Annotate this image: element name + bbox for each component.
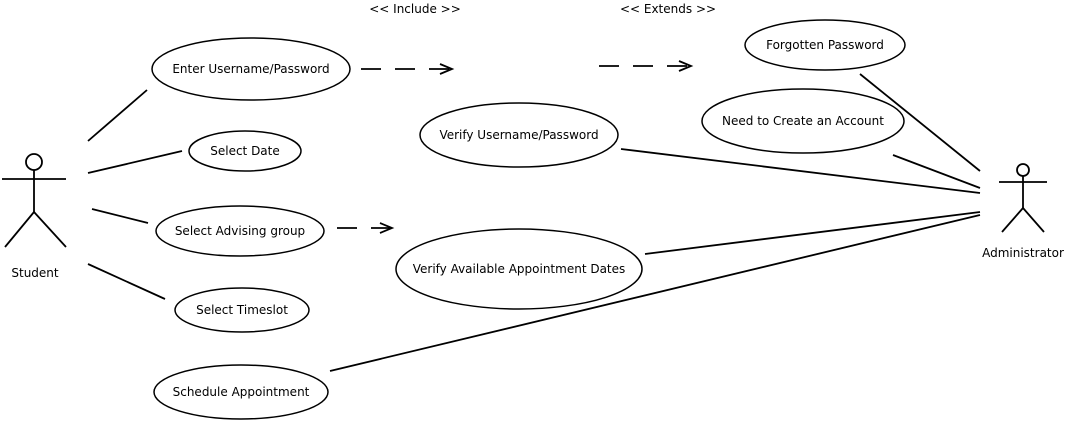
use-case-create-account-label: Need to Create an Account <box>722 114 884 128</box>
administrator-actor-label: Administrator <box>982 246 1064 260</box>
use-case-enter-credentials: Enter Username/Password <box>151 37 351 101</box>
association-admin-verify-credentials <box>620 148 981 194</box>
association-student-enter-credentials <box>87 89 148 142</box>
use-case-forgotten-password: Forgotten Password <box>744 19 906 71</box>
use-case-create-account: Need to Create an Account <box>701 88 905 154</box>
administrator-actor <box>999 163 1047 233</box>
include-stereotype-label: << Include >> <box>369 2 461 16</box>
extends-arrow-credentials <box>599 60 694 72</box>
use-case-select-advising-group: Select Advising group <box>155 205 325 257</box>
use-case-verify-credentials-label: Verify Username/Password <box>439 128 598 142</box>
include-arrow-credentials <box>361 63 455 75</box>
student-actor <box>2 153 67 248</box>
use-case-forgotten-password-label: Forgotten Password <box>766 38 884 52</box>
association-student-select-date <box>87 150 183 174</box>
association-admin-verify-dates <box>644 211 981 255</box>
use-case-select-timeslot-label: Select Timeslot <box>196 303 288 317</box>
association-student-select-timeslot <box>87 263 166 300</box>
use-case-select-advising-group-label: Select Advising group <box>175 224 305 238</box>
use-case-enter-credentials-label: Enter Username/Password <box>172 62 329 76</box>
use-case-schedule-appointment: Schedule Appointment <box>153 364 329 420</box>
student-actor-label: Student <box>11 266 59 280</box>
extends-stereotype-label: << Extends >> <box>620 2 716 16</box>
use-case-verify-dates-label: Verify Available Appointment Dates <box>413 262 626 276</box>
include-arrow-advising <box>337 222 395 234</box>
use-case-select-date-label: Select Date <box>210 144 280 158</box>
association-admin-forgotten-password <box>859 73 981 172</box>
use-case-verify-dates: Verify Available Appointment Dates <box>395 228 643 310</box>
association-student-select-advising-group <box>91 208 149 224</box>
association-admin-schedule-appointment <box>329 214 981 372</box>
use-case-select-timeslot: Select Timeslot <box>174 287 310 333</box>
use-case-select-date: Select Date <box>188 130 302 172</box>
use-case-verify-credentials: Verify Username/Password <box>419 102 619 168</box>
association-admin-create-account <box>892 154 981 189</box>
use-case-schedule-appointment-label: Schedule Appointment <box>173 385 310 399</box>
